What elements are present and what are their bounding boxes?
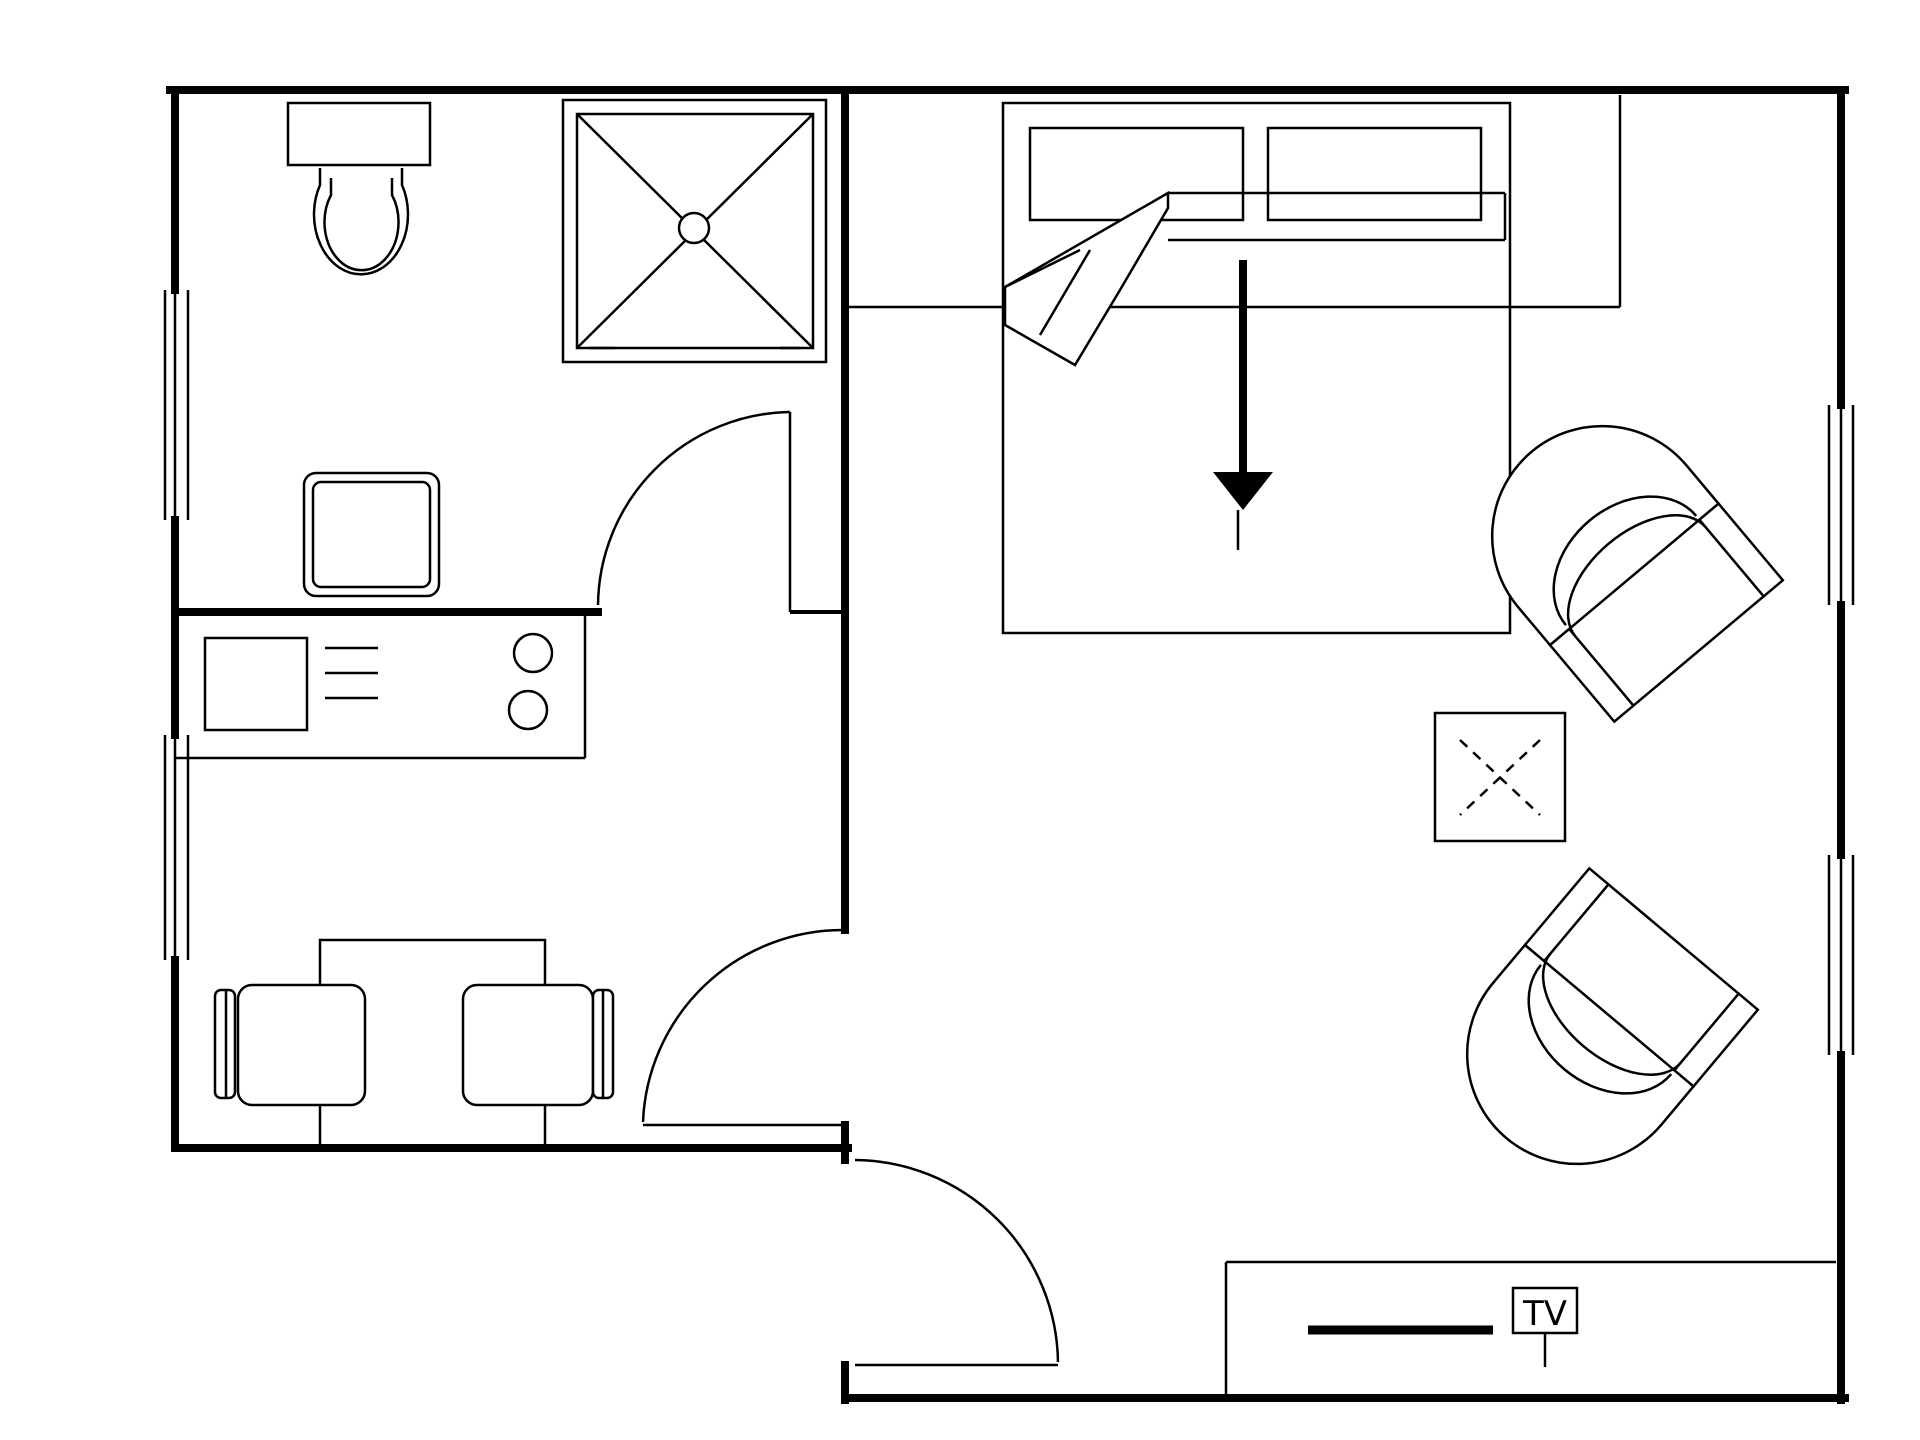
shower [561,98,828,364]
shower-tray-inner [575,112,815,350]
window-left-upper [163,290,190,520]
sink [302,471,441,598]
door-bathroom [596,410,792,612]
bed-frame [1001,101,1512,635]
armchair-upper [1490,424,1785,724]
tv-label: TV [1522,1294,1567,1334]
door-kitchen [641,928,846,1127]
pillow-left [1028,126,1245,222]
doors [596,410,1060,1367]
bed [845,95,1622,635]
side-table [1433,711,1567,843]
dining-chair-right [461,983,615,1107]
shower-tray-outer [561,98,828,364]
hob-burner-bottom [507,689,549,731]
armchair-lower [1465,866,1760,1166]
tv-cabinet: TV [1224,1260,1836,1398]
window-right-lower [1827,855,1855,1055]
arrow-down-icon [1213,260,1273,550]
window-left-lower [163,735,190,960]
hob-burner-top [512,632,554,674]
tv-icon [1511,1286,1579,1335]
kitchen-sink [203,636,309,732]
kitchen-counter [175,612,587,760]
shower-drain [677,211,711,245]
windows [163,290,1855,1055]
door-entrance [854,1158,1060,1367]
toilet-tank [286,101,432,167]
dining-chair-left [213,983,367,1107]
pillow-right [1266,126,1483,222]
window-right-upper [1827,405,1855,605]
toilet [286,101,432,276]
